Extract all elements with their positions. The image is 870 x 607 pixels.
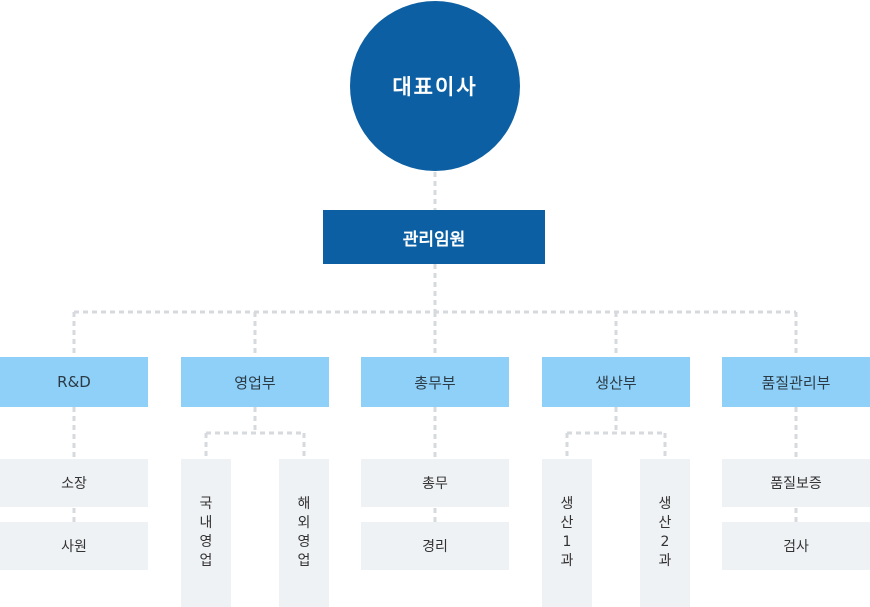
team-production-1-label: 생산1과 bbox=[560, 496, 574, 569]
team-inspection: 검사 bbox=[722, 522, 870, 570]
dept-production: 생산부 bbox=[542, 357, 690, 407]
connector-sales-teams bbox=[204, 407, 306, 459]
connector-production-teams bbox=[565, 407, 667, 459]
ceo-node: 대표이사 bbox=[350, 1, 520, 171]
dept-general-affairs: 총무부 bbox=[361, 357, 509, 407]
team-rnd-director: 소장 bbox=[0, 459, 148, 507]
team-sales-overseas-label: 해외영업 bbox=[297, 496, 311, 569]
dept-rnd: R&D bbox=[0, 357, 148, 407]
team-sales-domestic: 국내영업 bbox=[181, 459, 231, 607]
dept-sales: 영업부 bbox=[181, 357, 329, 407]
team-general: 총무 bbox=[361, 459, 509, 507]
executive-node: 관리임원 bbox=[323, 210, 545, 264]
team-quality-assurance: 품질보증 bbox=[722, 459, 870, 507]
team-production-1: 생산1과 bbox=[542, 459, 592, 607]
team-production-2: 생산2과 bbox=[640, 459, 690, 607]
team-sales-domestic-label: 국내영업 bbox=[199, 496, 213, 569]
team-sales-overseas: 해외영업 bbox=[279, 459, 329, 607]
team-accounting: 경리 bbox=[361, 522, 509, 570]
dept-quality: 품질관리부 bbox=[722, 357, 870, 407]
team-rnd-staff: 사원 bbox=[0, 522, 148, 570]
team-production-2-label: 생산2과 bbox=[658, 496, 672, 569]
